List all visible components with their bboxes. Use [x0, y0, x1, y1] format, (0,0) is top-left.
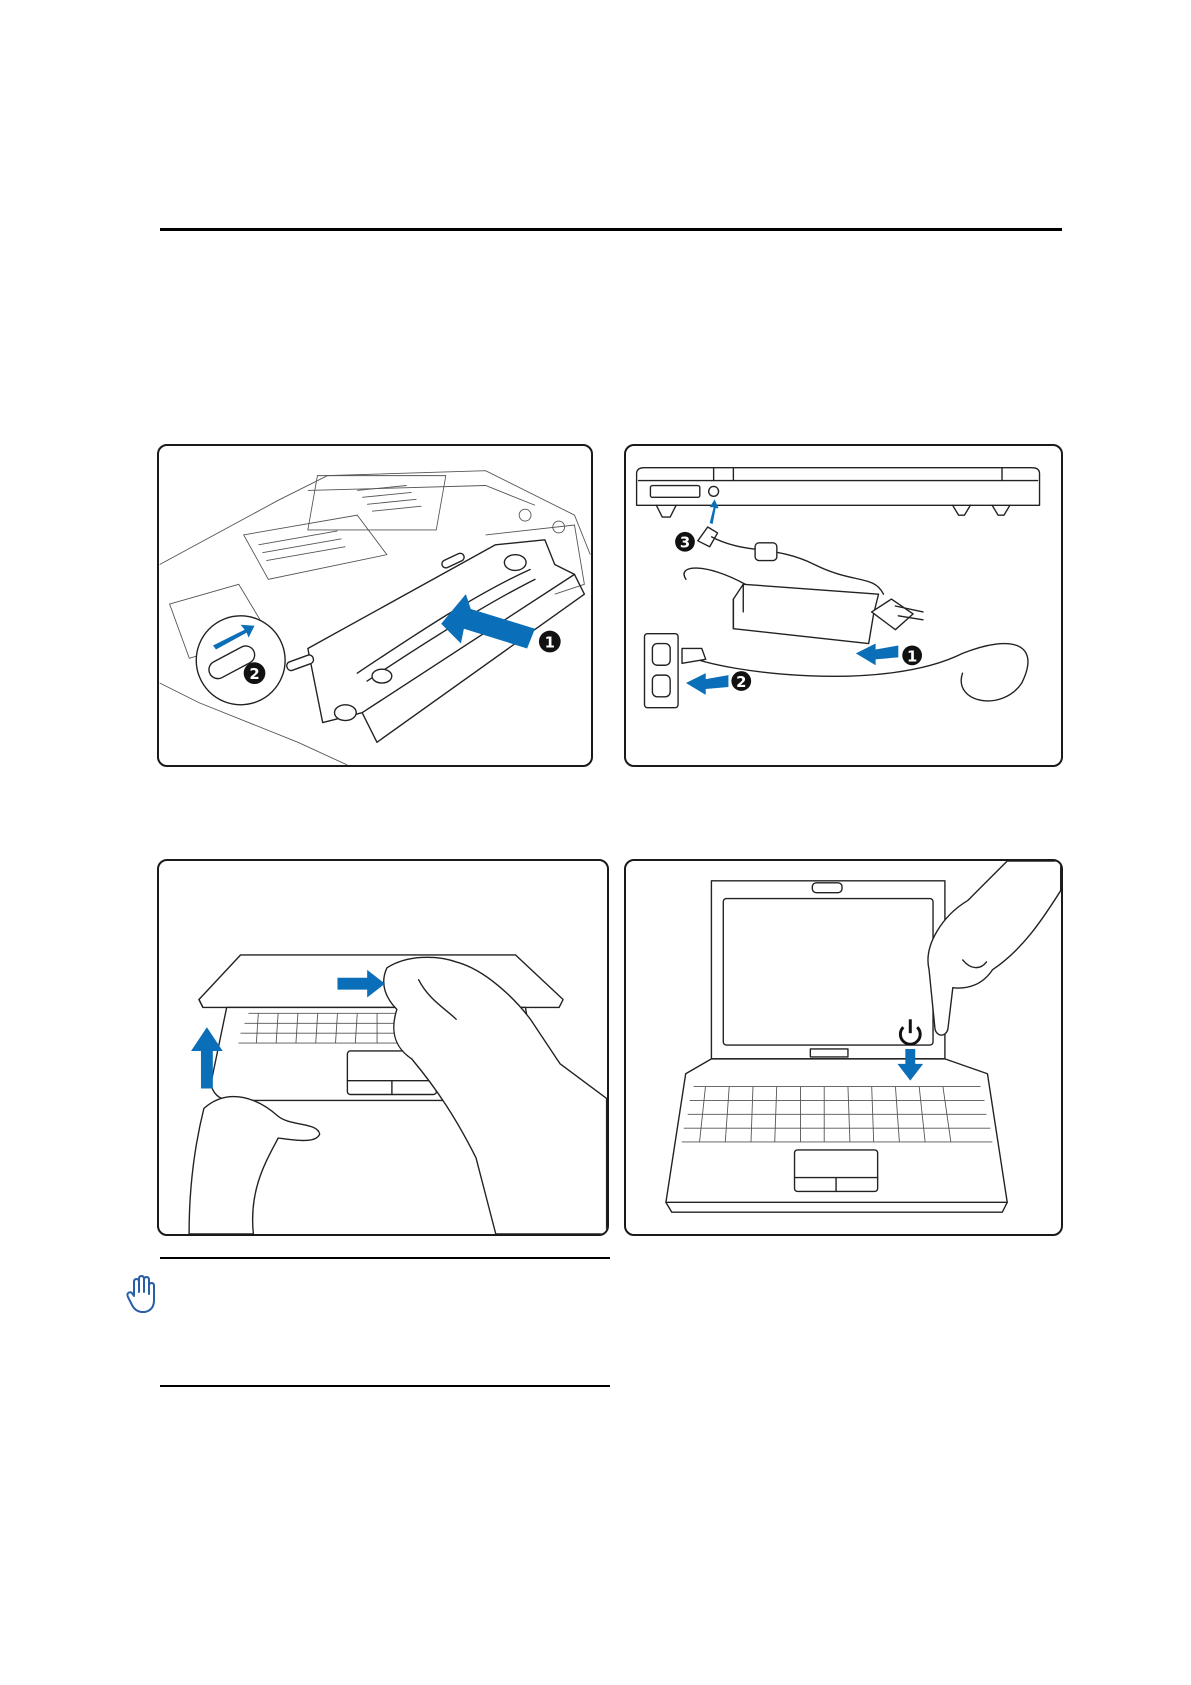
- step-badge-1: 1: [902, 645, 922, 665]
- open-display-drawing: [159, 861, 607, 1234]
- step-badge-2: 2: [731, 671, 751, 691]
- battery-install-drawing: 1 2: [159, 446, 591, 765]
- hand-stop-icon: [124, 1274, 158, 1314]
- power-connection-drawing: 1 2 3: [626, 446, 1061, 765]
- open-display-illustration: [157, 859, 609, 1236]
- step-badge-2: 2: [244, 662, 266, 684]
- power-connection-illustration: 1 2 3: [624, 444, 1063, 767]
- power-on-drawing: [626, 861, 1061, 1234]
- step-badge-1: 1: [539, 631, 561, 653]
- battery-install-illustration: 1 2: [157, 444, 593, 767]
- svg-text:1: 1: [545, 634, 555, 651]
- power-on-illustration: [624, 859, 1063, 1236]
- wall-plug-arrow-icon: [686, 673, 728, 695]
- svg-text:2: 2: [249, 666, 259, 683]
- note-bottom-rule: [160, 1385, 610, 1387]
- svg-text:3: 3: [680, 535, 690, 552]
- svg-text:2: 2: [736, 674, 746, 691]
- note-top-rule: [160, 1257, 610, 1259]
- header-rule: [160, 228, 1062, 231]
- step-badge-3: 3: [675, 532, 695, 552]
- svg-text:1: 1: [907, 648, 917, 665]
- power-cord-arrow-icon: [856, 644, 898, 666]
